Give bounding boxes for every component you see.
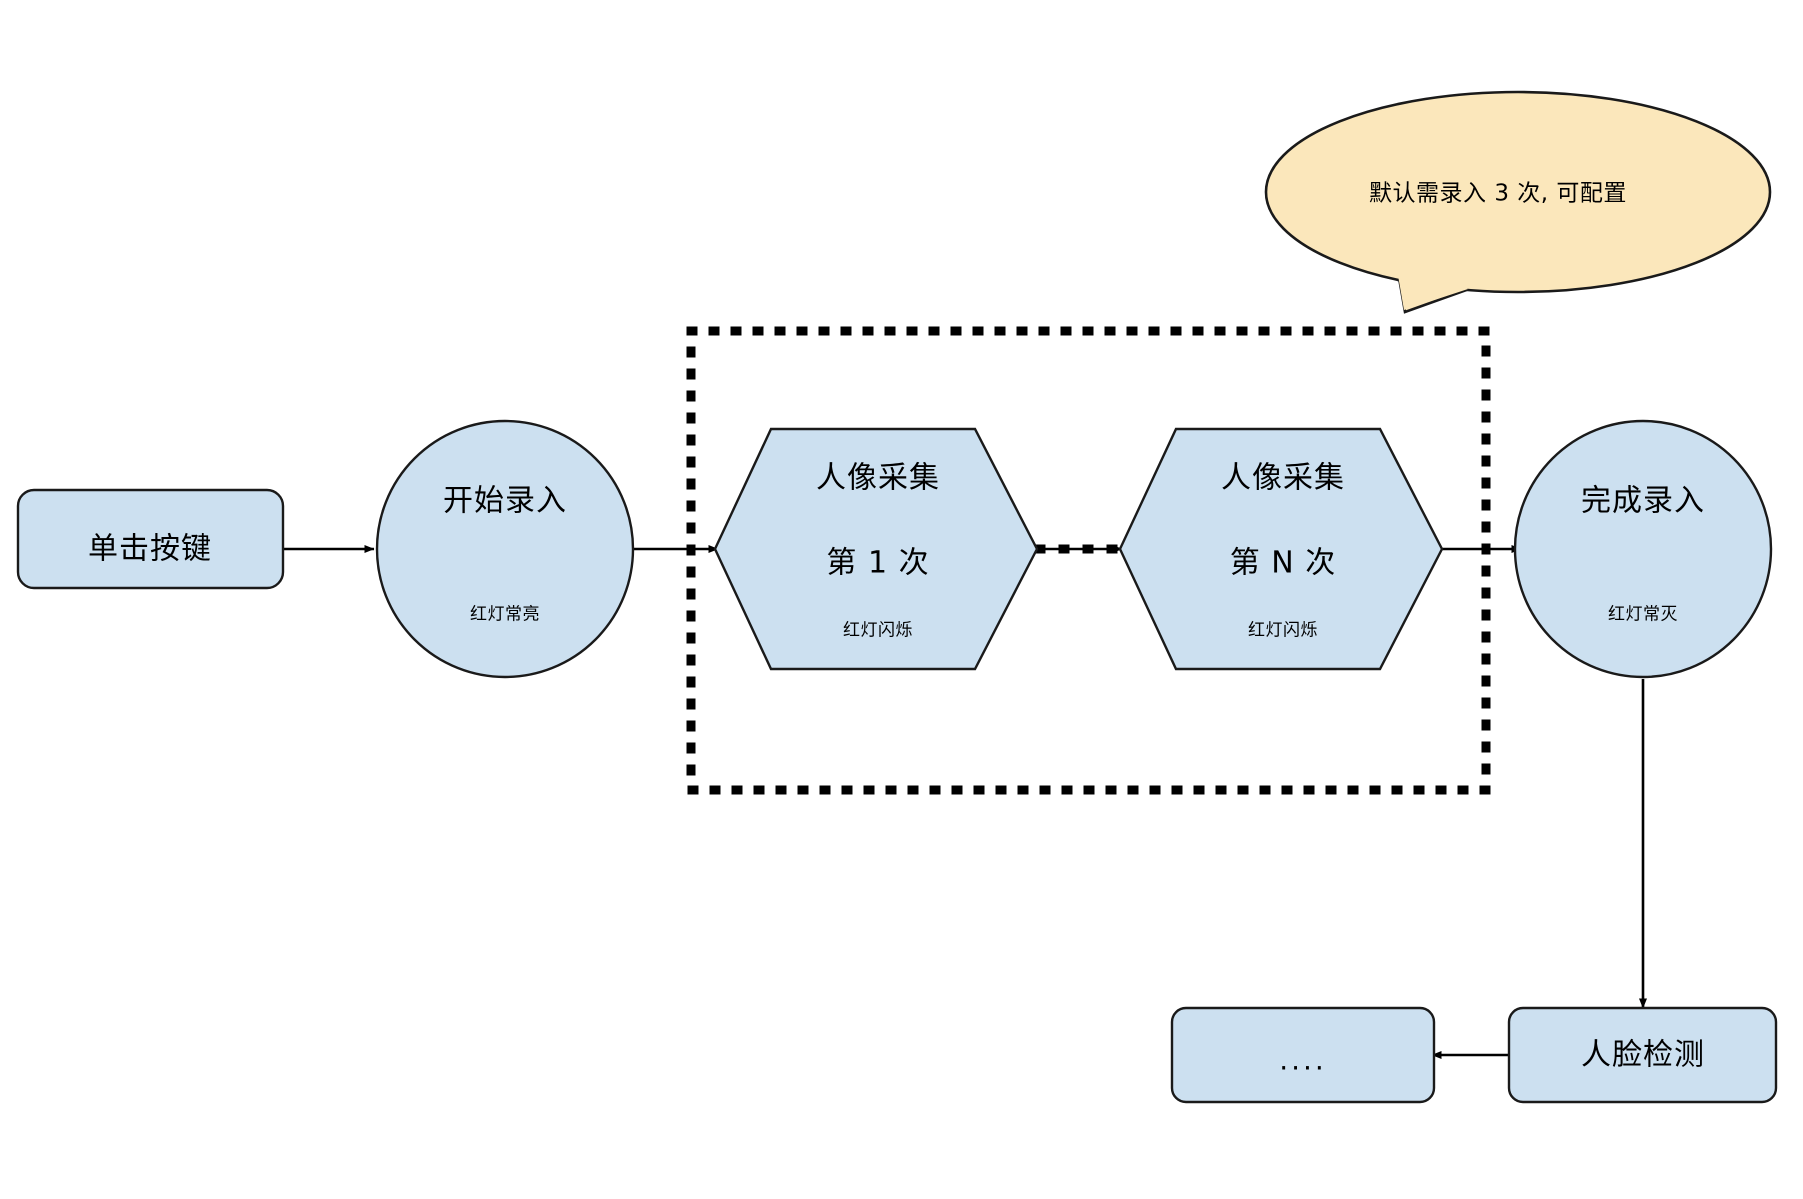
node-start-enroll[interactable] (375, 419, 635, 679)
capture-loop-group (686, 326, 1491, 795)
node-capture-first[interactable] (713, 427, 1039, 671)
callout-bubble (1264, 90, 1772, 294)
node-capture-nth[interactable] (1118, 427, 1444, 671)
node-finish-enroll[interactable] (1513, 419, 1773, 679)
callout-repeat-note (1264, 90, 1772, 314)
node-face-detect[interactable] (1507, 1006, 1778, 1104)
node-click-key[interactable] (16, 488, 285, 590)
node-more-steps[interactable] (1170, 1006, 1436, 1104)
